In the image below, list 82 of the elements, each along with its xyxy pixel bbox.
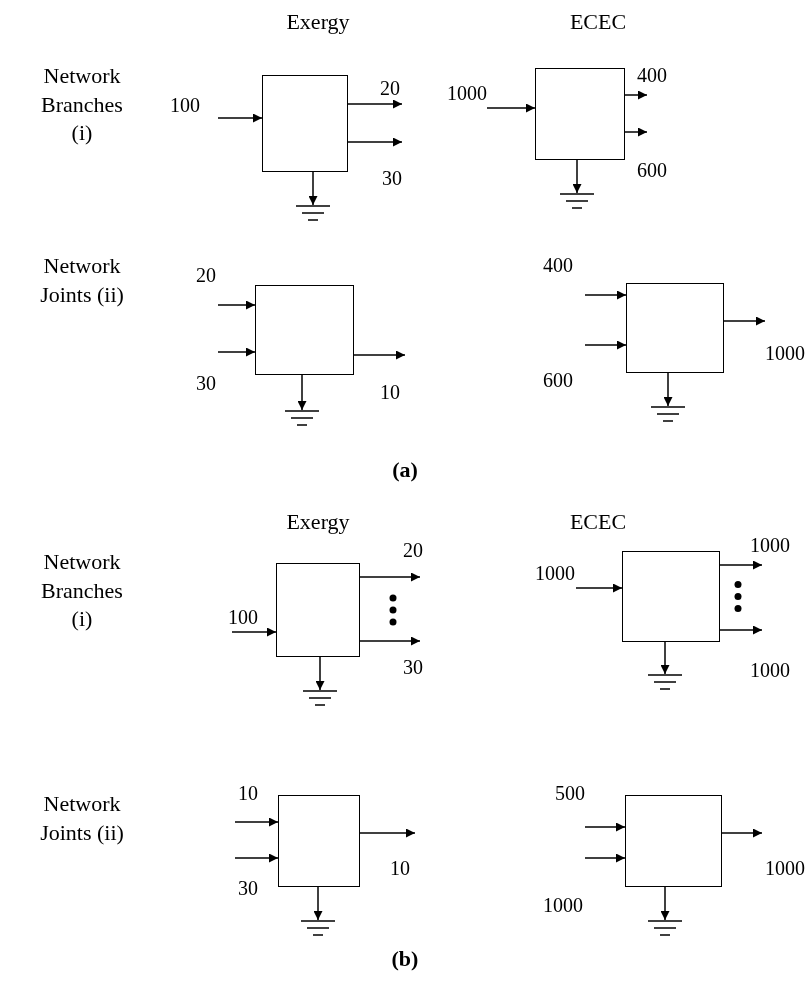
arrow [723,316,766,326]
heading-label: Network Branches (i) [40,62,124,148]
arrow [359,828,416,838]
arrow [315,656,325,691]
panel-label: (a) [391,456,419,484]
process-box [278,795,360,887]
arrow [347,137,403,147]
ground-symbol [648,674,682,690]
edge-label: 30 [238,878,258,898]
arrow [353,350,406,360]
arrow [719,560,763,570]
arrow [624,90,648,100]
ground-symbol [651,406,685,422]
arrow [624,127,648,137]
heading-label: Exergy [285,8,351,36]
arrow [313,886,323,921]
arrow [721,828,763,838]
arrow [308,171,318,206]
edge-label: 30 [403,657,423,677]
arrow [584,290,627,300]
edge-label: 400 [543,255,573,275]
ground-symbol [296,205,330,221]
process-box [255,285,354,375]
arrow [660,641,670,675]
arrow [572,159,582,194]
edge-label: 20 [380,78,400,98]
arrow [217,347,256,357]
arrow [575,583,623,593]
ground-symbol [560,193,594,209]
arrow [584,822,626,832]
ground-symbol [301,920,335,936]
edge-label: 400 [637,65,667,85]
heading-label: Network Joints (ii) [39,252,125,309]
edge-label: 20 [403,540,423,560]
arrow [231,627,277,637]
arrow [347,99,403,109]
arrow [234,853,279,863]
arrow [297,374,307,411]
heading-label: Network Joints (ii) [39,790,125,847]
edge-label: 500 [555,783,585,803]
edge-label: 10 [380,382,400,402]
edge-label: 100 [170,95,200,115]
process-box [535,68,625,160]
arrow [660,886,670,921]
process-box [626,283,724,373]
process-box [262,75,348,172]
edge-label: 1000 [750,535,790,555]
ground-symbol [303,690,337,706]
edge-label: 1000 [750,660,790,680]
edge-label: 600 [637,160,667,180]
edge-label: 20 [196,265,216,285]
arrow [584,340,627,350]
edge-label: 1000 [447,83,487,103]
edge-label: 1000 [543,895,583,915]
heading-label: Exergy [285,508,351,536]
arrow [234,817,279,827]
edge-label: 10 [238,783,258,803]
arrow [584,853,626,863]
ground-symbol [285,410,319,426]
arrow [663,372,673,407]
process-box [625,795,722,887]
panel-label: (b) [390,945,420,973]
arrow [217,300,256,310]
arrow [217,113,263,123]
edge-label: 600 [543,370,573,390]
arrow [359,636,421,646]
process-box [622,551,720,642]
heading-label: ECEC [568,8,628,36]
edge-label: 1000 [765,343,805,363]
arrow [719,625,763,635]
heading-label: Network Branches (i) [40,548,124,634]
arrow [486,103,536,113]
edge-label: 1000 [765,858,805,878]
edge-label: 1000 [535,563,575,583]
ground-symbol [648,920,682,936]
edge-label: 10 [390,858,410,878]
edge-label: 30 [382,168,402,188]
process-box [276,563,360,657]
edge-label: 100 [228,607,258,627]
arrow [359,572,421,582]
edge-label: 30 [196,373,216,393]
heading-label: ECEC [568,508,628,536]
